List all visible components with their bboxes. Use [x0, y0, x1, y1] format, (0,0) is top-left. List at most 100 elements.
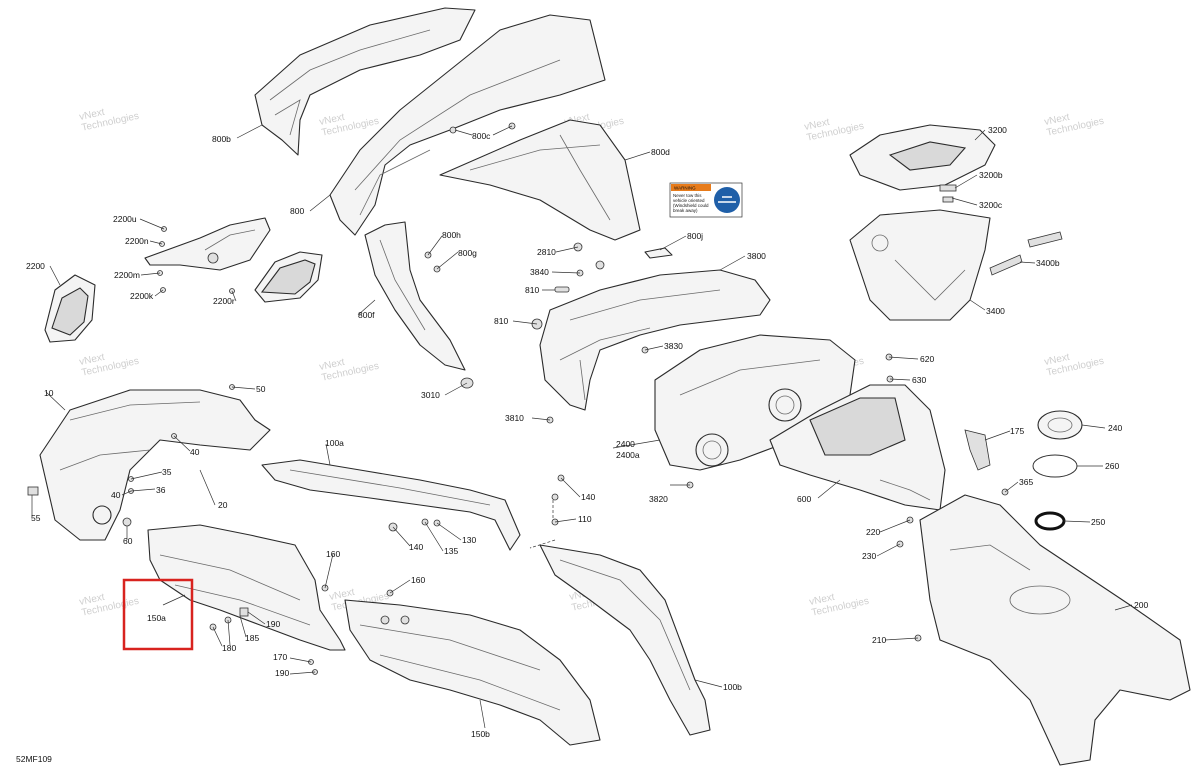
callout-800j: 800j	[687, 231, 703, 241]
hardware-2810-3840	[573, 242, 605, 277]
callout-210: 210	[872, 635, 886, 645]
callout-135: 135	[444, 546, 458, 556]
warning-decal-line: break away)	[673, 208, 698, 213]
callout-630: 630	[912, 375, 926, 385]
callout-220: 220	[866, 527, 880, 537]
mirror-right-2200[interactable]	[254, 251, 323, 303]
callout-3840: 3840	[530, 267, 549, 277]
callout-10: 10	[44, 388, 54, 398]
watermark-line1: vNext	[1043, 112, 1071, 128]
callout-110: 110	[578, 514, 592, 524]
callout-50: 50	[256, 384, 266, 394]
callout-810-top: 810	[525, 285, 539, 295]
storage-lid-3200[interactable]	[849, 124, 996, 191]
callout-140-left: 140	[409, 542, 423, 552]
fairing-panel-800[interactable]	[329, 14, 606, 236]
bracket-175	[964, 429, 991, 471]
callout-800b: 800b	[212, 134, 231, 144]
instrument-housing-600[interactable]	[769, 384, 946, 511]
callout-160-left: 160	[326, 549, 340, 559]
callout-3200b: 3200b	[979, 170, 1003, 180]
callout-35: 35	[162, 467, 172, 477]
callout-160-right: 160	[411, 575, 425, 585]
callout-2200: 2200	[26, 261, 45, 271]
callout-2200u: 2200u	[113, 214, 137, 224]
callout-3200c: 3200c	[979, 200, 1003, 210]
callout-140-right: 140	[581, 492, 595, 502]
callout-40-upper: 40	[190, 447, 200, 457]
callout-3830: 3830	[664, 341, 683, 351]
warning-decal-800j[interactable]: WARNING Never tow this vehicle oriented …	[669, 182, 743, 218]
callout-240: 240	[1108, 423, 1122, 433]
hardware-620-630	[885, 353, 894, 383]
watermark-line1: vNext	[78, 592, 106, 608]
callout-800d: 800d	[651, 147, 670, 157]
mirror-left-2200[interactable]	[44, 274, 96, 343]
callout-175: 175	[1010, 426, 1024, 436]
watermark-line1: vNext	[318, 112, 346, 128]
callout-620: 620	[920, 354, 934, 364]
support-bracket-100a[interactable]	[261, 459, 521, 551]
watermark-line1: vNext	[78, 352, 106, 368]
side-panel-150a[interactable]	[147, 524, 346, 651]
latch-3200b-3200c	[939, 184, 957, 203]
callout-190-lower: 190	[275, 668, 289, 678]
callout-60: 60	[123, 536, 133, 546]
callout-150b: 150b	[471, 729, 490, 739]
callout-2400a: 2400a	[616, 450, 640, 460]
callout-3200: 3200	[988, 125, 1007, 135]
watermark-line1: vNext	[318, 357, 346, 373]
warning-decal-line: vehicle oriented	[673, 198, 705, 203]
callout-55: 55	[31, 513, 41, 523]
callout-200: 200	[1134, 600, 1148, 610]
hardware-800h-800g	[424, 251, 441, 273]
callout-2400: 2400	[616, 439, 635, 449]
fairing-panel-800f[interactable]	[364, 221, 466, 371]
gasket-260	[1032, 454, 1078, 478]
callout-40-lower: 40	[111, 490, 121, 500]
side-panel-150b[interactable]	[344, 599, 601, 746]
side-panel-100b[interactable]	[539, 544, 711, 736]
callout-20: 20	[218, 500, 228, 510]
callout-3400: 3400	[986, 306, 1005, 316]
fairing-panel-800b[interactable]	[254, 7, 476, 156]
callout-800f: 800f	[358, 310, 375, 320]
side-panel-10[interactable]	[39, 389, 271, 541]
warning-decal-line: Never tow this	[673, 193, 702, 198]
watermark-line1: vNext	[803, 117, 831, 133]
storage-bin-3400[interactable]	[849, 209, 991, 321]
callout-2200k: 2200k	[130, 291, 154, 301]
fuel-ring-240	[1037, 410, 1083, 440]
warning-decal-line: (Windshield could	[673, 203, 709, 208]
callout-190-upper: 190	[266, 619, 280, 629]
tow-prohibited-icon	[714, 187, 740, 213]
windshield-clip-800j	[644, 247, 673, 259]
mirror-bracket-2200[interactable]	[144, 217, 271, 271]
callout-800c: 800c	[472, 131, 491, 141]
pad-3400b	[989, 231, 1063, 276]
leader-lines	[31, 124, 1133, 729]
callout-labels: 800b 800c 800 800d 800h 800g 800f 800j 2…	[26, 125, 1148, 739]
callout-2200r: 2200r	[213, 296, 235, 306]
callout-150a: 150a	[147, 613, 166, 623]
callout-100b: 100b	[723, 682, 742, 692]
callout-180: 180	[222, 643, 236, 653]
headlight-assembly-2400[interactable]	[654, 334, 856, 471]
callout-800h: 800h	[442, 230, 461, 240]
callout-3800: 3800	[747, 251, 766, 261]
callout-36: 36	[156, 485, 166, 495]
fairing-panel-800d[interactable]	[439, 119, 641, 241]
callout-2810: 2810	[537, 247, 556, 257]
callout-800g: 800g	[458, 248, 477, 258]
callout-100a: 100a	[325, 438, 344, 448]
callout-3820: 3820	[649, 494, 668, 504]
watermark-line1: vNext	[808, 592, 836, 608]
fuel-tank-cover-200[interactable]	[919, 494, 1191, 766]
watermark-line1: vNext	[78, 107, 106, 123]
watermark-line1: vNext	[1043, 352, 1071, 368]
highlight-box-150a	[122, 578, 194, 651]
headlight-frame-3800[interactable]	[539, 269, 771, 411]
warning-decal-header: WARNING	[674, 186, 696, 191]
callout-3810: 3810	[505, 413, 524, 423]
